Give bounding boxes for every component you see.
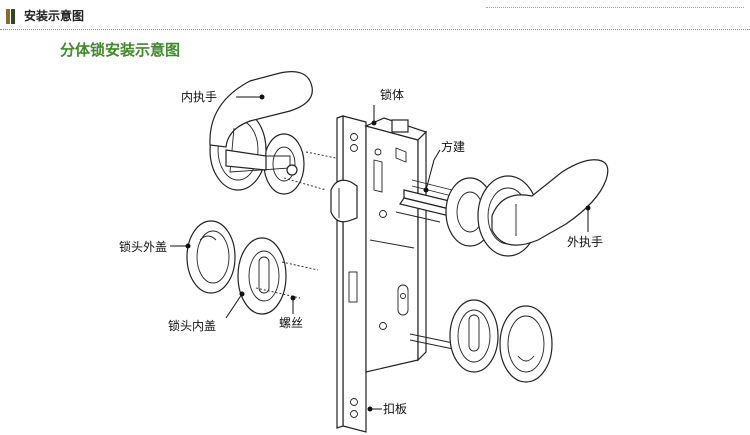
cylinder-inner-cover xyxy=(237,237,287,315)
label-spindle: 方建 xyxy=(441,140,466,154)
lock-faceplate xyxy=(336,115,367,433)
outer-handle xyxy=(445,159,609,257)
label-strike-plate: 扣板 xyxy=(383,402,408,416)
label-inner-handle: 内执手 xyxy=(181,90,218,104)
outer-cylinder-plate xyxy=(449,299,499,373)
label-lock-body: 锁体 xyxy=(380,88,405,102)
inner-handle xyxy=(209,71,313,195)
section-title: 安装示意图 xyxy=(24,9,85,23)
cylinder-outer-cover xyxy=(186,220,236,294)
header-accent-mark-green xyxy=(11,9,15,24)
label-cylinder-outer-cover: 锁头外盖 xyxy=(119,240,168,254)
lock-body-case xyxy=(364,117,428,373)
label-outer-handle: 外执手 xyxy=(567,235,604,249)
diagram-title: 分体锁安装示意图 xyxy=(60,41,181,59)
label-screw: 螺丝 xyxy=(279,316,304,330)
header-top-divider xyxy=(486,7,744,8)
header-divider xyxy=(0,29,750,30)
inner-screws xyxy=(283,151,337,191)
label-leaders xyxy=(170,94,591,412)
latch-bolt xyxy=(330,179,358,223)
outer-cylinder-cover xyxy=(499,305,553,383)
label-cylinder-inner-cover: 锁头内盖 xyxy=(168,319,217,333)
header-accent-mark-brown xyxy=(6,9,10,24)
section-header: 安装示意图 xyxy=(0,0,750,30)
